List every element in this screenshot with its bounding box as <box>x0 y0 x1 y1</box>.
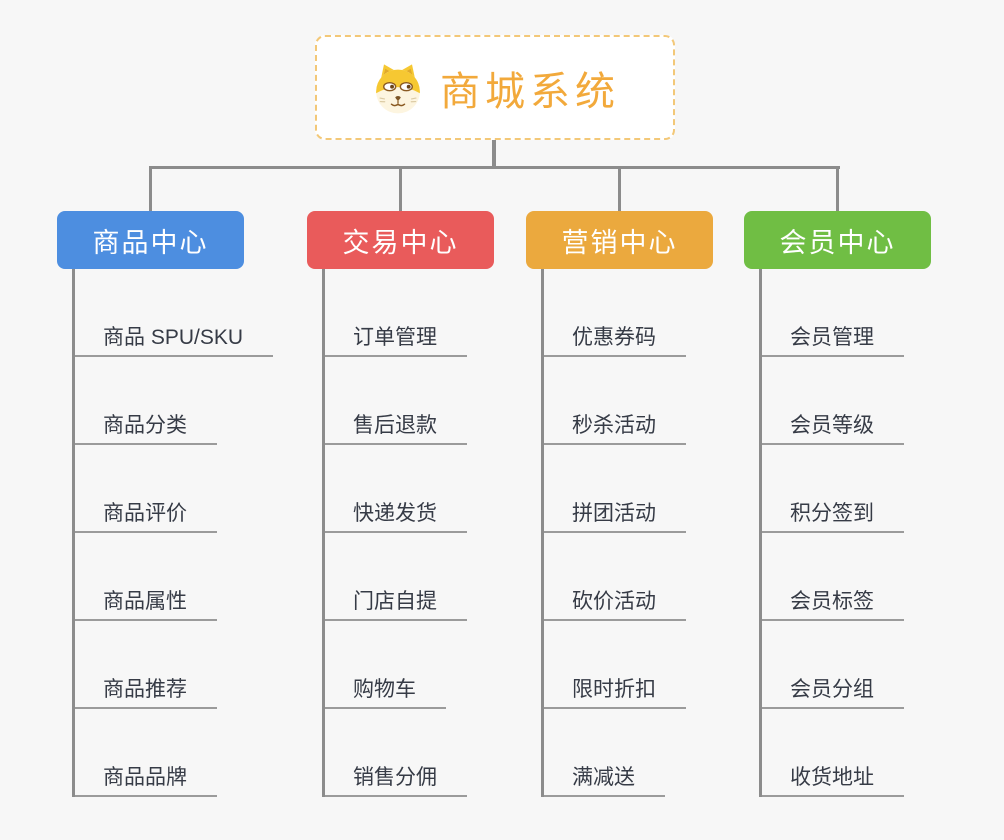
item-row: 会员等级 <box>762 357 997 445</box>
item-label[interactable]: 购物车 <box>325 673 446 709</box>
item-row: 满减送 <box>544 709 779 797</box>
item-row: 购物车 <box>325 621 560 709</box>
item-row: 积分签到 <box>762 445 997 533</box>
branch-connector-drop <box>399 166 402 211</box>
item-label[interactable]: 优惠券码 <box>544 321 686 357</box>
item-row: 订单管理 <box>325 269 560 357</box>
item-label[interactable]: 会员管理 <box>762 321 904 357</box>
branch-connector-rail <box>149 166 840 169</box>
branch-connector-drop <box>836 166 839 211</box>
item-row: 商品品牌 <box>75 709 310 797</box>
item-label[interactable]: 门店自提 <box>325 585 467 621</box>
branch-connector-drop <box>618 166 621 211</box>
item-label[interactable]: 商品属性 <box>75 585 217 621</box>
branch-3: 营销中心 优惠券码秒杀活动拼团活动砍价活动限时折扣满减送 <box>526 166 713 797</box>
item-label[interactable]: 售后退款 <box>325 409 467 445</box>
branch-label: 商品中心 <box>92 227 209 258</box>
item-row: 商品属性 <box>75 533 310 621</box>
item-row: 限时折扣 <box>544 621 779 709</box>
branch-label: 营销中心 <box>561 227 678 258</box>
item-row: 优惠券码 <box>544 269 779 357</box>
item-label[interactable]: 商品推荐 <box>75 673 217 709</box>
branch-items: 订单管理售后退款快递发货门店自提购物车销售分佣 <box>322 269 560 797</box>
item-row: 砍价活动 <box>544 533 779 621</box>
item-label[interactable]: 会员分组 <box>762 673 904 709</box>
item-row: 门店自提 <box>325 533 560 621</box>
item-label[interactable]: 会员标签 <box>762 585 904 621</box>
item-row: 快递发货 <box>325 445 560 533</box>
branch-4: 会员中心 会员管理会员等级积分签到会员标签会员分组收货地址 <box>744 166 931 797</box>
branch-label: 交易中心 <box>342 227 459 258</box>
item-row: 会员分组 <box>762 621 997 709</box>
item-label[interactable]: 满减送 <box>544 761 665 797</box>
item-row: 商品 SPU/SKU <box>75 269 310 357</box>
item-label[interactable]: 秒杀活动 <box>544 409 686 445</box>
item-row: 售后退款 <box>325 357 560 445</box>
dog-face-icon <box>376 63 420 113</box>
branch-header-2[interactable]: 交易中心 <box>307 166 494 269</box>
item-label[interactable]: 收货地址 <box>762 761 904 797</box>
root-node[interactable]: 商城系统 <box>315 35 675 140</box>
item-row: 商品评价 <box>75 445 310 533</box>
item-label[interactable]: 商品品牌 <box>75 761 217 797</box>
branch-header-4[interactable]: 会员中心 <box>744 166 931 269</box>
item-row: 商品分类 <box>75 357 310 445</box>
branch-1: 商品中心 商品 SPU/SKU 商品分类商品评价商品属性商品推荐商品品牌 <box>57 166 274 797</box>
item-row: 会员管理 <box>762 269 997 357</box>
item-label[interactable]: 积分签到 <box>762 497 904 533</box>
item-row: 会员标签 <box>762 533 997 621</box>
item-label[interactable]: 砍价活动 <box>544 585 686 621</box>
item-row: 收货地址 <box>762 709 997 797</box>
branch-connector-drop <box>149 166 152 211</box>
item-label[interactable]: 商品评价 <box>75 497 217 533</box>
branch-items: 会员管理会员等级积分签到会员标签会员分组收货地址 <box>759 269 997 797</box>
branch-label: 会员中心 <box>779 227 896 258</box>
item-label[interactable]: 拼团活动 <box>544 497 686 533</box>
branch-2: 交易中心 订单管理售后退款快递发货门店自提购物车销售分佣 <box>307 166 494 797</box>
branch-items: 商品 SPU/SKU 商品分类商品评价商品属性商品推荐商品品牌 <box>72 269 310 797</box>
item-label[interactable]: 会员等级 <box>762 409 904 445</box>
item-label[interactable]: 快递发货 <box>325 497 467 533</box>
item-row: 销售分佣 <box>325 709 560 797</box>
root-title: 商城系统 <box>440 69 620 114</box>
item-row: 秒杀活动 <box>544 357 779 445</box>
branch-header-3[interactable]: 营销中心 <box>526 166 713 269</box>
root-connector-stub <box>492 140 496 168</box>
item-label[interactable]: 订单管理 <box>325 321 467 357</box>
item-row: 商品推荐 <box>75 621 310 709</box>
item-label[interactable]: 商品分类 <box>75 409 217 445</box>
item-label[interactable]: 销售分佣 <box>325 761 467 797</box>
item-label[interactable]: 商品 SPU/SKU <box>75 321 274 357</box>
branch-header-1[interactable]: 商品中心 <box>57 166 244 269</box>
item-label[interactable]: 限时折扣 <box>544 673 686 709</box>
branch-items: 优惠券码秒杀活动拼团活动砍价活动限时折扣满减送 <box>541 269 779 797</box>
item-row: 拼团活动 <box>544 445 779 533</box>
